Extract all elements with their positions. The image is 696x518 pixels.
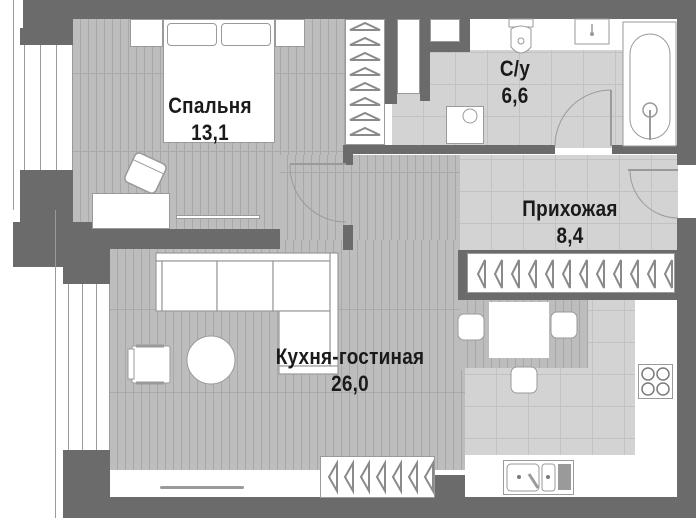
wardrobe-wall [385,19,397,104]
outer-wall-top [23,0,695,19]
stove-icon [638,364,673,399]
coffee-table-icon [186,335,236,385]
closet-shelf-small-icon [430,19,460,42]
hallway-wardrobe-hangers-icon [467,253,675,293]
living-wardrobe-hangers-icon [320,456,435,498]
outer-wall-left-mid [20,170,73,230]
room-name: С/у [499,56,531,81]
bathroom-bottom-wall-right [612,145,678,154]
bathtub-icon [622,21,677,147]
room-label-bathroom: С/у 6,6 [476,55,553,109]
balcony-outline [0,0,14,210]
outer-wall-left-top [20,28,73,45]
balcony-outline-lower [0,210,56,518]
armchair-icon [124,152,167,194]
outer-wall-bottom [66,497,696,518]
room-label-hallway: Прихожая 8,4 [501,195,639,249]
nightstand-right-icon [275,19,305,47]
entrance-door-swing-icon [628,169,679,219]
bedroom-living-wall [73,229,280,249]
outer-wall-right-lower [677,218,696,518]
tv-stand-icon [176,215,260,219]
room-area: 26,0 [331,371,369,396]
sink-icon [574,18,610,45]
closet-divider [420,19,430,101]
washing-machine-icon [446,106,484,144]
bedroom-corridor-floor [280,155,460,250]
hallway-floor [460,155,678,255]
outer-wall-left-pier [63,262,110,284]
bed-icon [163,19,275,143]
bathroom-bottom-wall-left [343,145,555,154]
room-name: Кухня-гостиная [275,344,425,369]
sofa-icon [155,252,339,375]
room-name: Прихожая [522,196,618,221]
window-living [68,284,110,450]
bathroom-floor [392,50,636,148]
pillow-right [221,23,271,46]
room-label-bedroom: Спальня 13,1 [158,92,261,146]
door-swing-icon [289,163,347,223]
room-area: 6,6 [501,83,529,108]
room-area: 13,1 [191,120,229,145]
chair-left-icon [457,313,485,341]
closet-shelf-icon [397,19,420,94]
chair-bottom-icon [510,366,538,394]
closet-shelf-wall [420,42,470,52]
living-lower-floor [110,370,465,470]
kitchen-sink-icon [503,460,574,495]
armchair-living-icon [127,344,171,385]
toilet-icon [508,18,534,54]
dining-table-icon [489,302,549,358]
desk-icon [92,193,170,229]
room-name: Спальня [168,93,252,118]
closet-right-wall [460,19,470,52]
outer-wall-left-bottom [63,450,110,518]
outer-wall-left-upper [23,0,73,28]
window-bedroom [24,45,73,170]
outer-wall-right-upper [677,0,696,165]
bedroom-door-jamb [343,225,353,250]
nightstand-left-icon [130,19,163,47]
bathroom-door-swing-icon [554,89,612,147]
tv-console-icon [110,470,320,497]
room-area: 8,4 [556,223,584,248]
tv-icon [160,486,244,489]
pillow-left [167,23,217,46]
bedroom-door-jamb-top [343,145,353,165]
wardrobe-hangers-icon [345,19,385,145]
chair-right-icon [550,311,578,339]
room-label-kitchen-living: Кухня-гостиная 26,0 [255,343,444,397]
living-bottom-pier [435,475,465,500]
